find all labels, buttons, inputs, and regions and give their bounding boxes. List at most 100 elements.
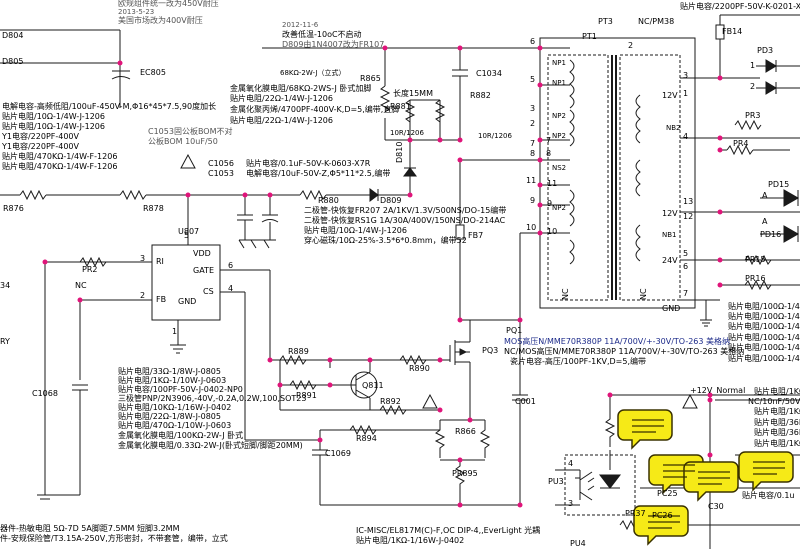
ref-fb14: FB14: [722, 27, 743, 36]
bom-d4: 穿心磁珠/10Ω-25%-3.5*6*0.8mm，编带52: [304, 236, 467, 245]
note-date-b3: D809由1N4007改为FR107: [282, 40, 385, 49]
ref-r880: R880: [318, 196, 339, 205]
u-pin-gnd: GND: [178, 297, 197, 306]
bom-d3: 贴片电阻/10Ω-1/4W-J-1206: [304, 226, 407, 235]
net-12v-normal: +12V_Normal: [690, 386, 746, 395]
bom-q6: 贴片电阻/22Ω-1/8W-J-0805: [118, 412, 221, 421]
ref-c30: C30: [708, 502, 724, 511]
tp-3: 3: [530, 104, 536, 113]
val-10r-b: 10R/1206: [478, 132, 512, 140]
bom-rr2: NC/10nF/50V: [748, 397, 800, 406]
bom-q4: 三极管PNP/2N3906,-40V,-0.2A,0.2W,100,SOT23: [118, 394, 307, 403]
ref-q811: Q811: [362, 381, 384, 390]
ref-c1056: C1056: [208, 159, 234, 168]
tf-12v-b: 12V: [662, 209, 678, 218]
tp-4-right: 4: [683, 132, 689, 141]
tf-gnd: GND: [662, 304, 681, 313]
bom-mos1: MOS高压N/MME70R380P 11A/700V/+-30V/TO-263 …: [504, 337, 731, 346]
bom-m2: 贴片电阻/22Ω-1/4W-J-1206: [230, 94, 333, 103]
tp-7: 7: [530, 139, 536, 148]
ref-u807: U807: [178, 227, 200, 236]
ref-fb7: FB7: [468, 231, 484, 240]
bom-c1053: 电解电容/10uF-50V-Z,Φ5*11*2.5,编带: [246, 169, 391, 178]
bom-pr-e: 贴片电阻/100Ω-1/4W-: [728, 343, 800, 352]
ref-pd3: PD3: [757, 46, 774, 55]
bom-bottom-2: 件-安规保险管/T3.15A-250V,方形密封，不带套管，编带，立式: [0, 534, 228, 543]
ref-c1053: C1053: [208, 169, 234, 178]
pd15-a: A: [762, 191, 768, 200]
bom-rr6: 贴片电阻/1KΩ: [754, 439, 800, 448]
ref-c001: C001: [515, 397, 536, 406]
tp-6: 6: [530, 37, 536, 46]
tp-3-right: 3: [683, 71, 689, 80]
bom-rr3: 贴片电阻/1KΩ: [754, 407, 800, 416]
tp-2-top: 2: [628, 41, 634, 50]
ref-r889: R889: [288, 347, 309, 356]
pd3-pin-1: 1: [750, 61, 756, 70]
pu3-pin-3: 3: [568, 499, 574, 508]
tp-13-right: 13: [683, 197, 694, 206]
bom-pr-f: 贴片电阻/100Ω-1/4W-: [728, 354, 800, 363]
note-date-a: 2013-5-23: [118, 8, 155, 16]
ref-r881: R881: [390, 102, 411, 111]
tf-np1-a: NP1: [552, 59, 566, 67]
note-eu: 欧规组件统一改为450V耐压: [118, 0, 219, 8]
left-34: 34: [0, 281, 11, 290]
bom-c1056: 贴片电容/0.1uF-50V-K-0603-X7R: [246, 159, 371, 168]
bom-ec805: 电解电容-高频低阻/100uF-450V-M,Φ16*45*7.5,90度加长: [2, 102, 217, 111]
bom-q9: 金属氧化膜电阻/0.33Ω-2W-J(卧式短脚/脚距20MM): [118, 441, 303, 450]
ref-pt3: PT3: [598, 17, 613, 26]
tp-10b: 10: [547, 227, 558, 236]
tp-5: 5: [530, 75, 536, 84]
val-15mm: 长度15MM: [393, 89, 433, 98]
bom-pr-a: 贴片电阻/100Ω-1/4W-: [728, 302, 800, 311]
bom-d1: 二极管-快恢复FR207 2A/1KV/1.3V/500NS/DO-15编带: [304, 206, 507, 215]
tp-11b: 11: [547, 179, 558, 188]
bom-pr-d: 贴片电阻/100Ω-1/4W-: [728, 333, 800, 342]
tf-12v-a: 12V: [662, 91, 678, 100]
ref-ncpm38: NC/PM38: [638, 17, 675, 26]
bom-cc: 贴片电容/0.1u: [742, 491, 795, 500]
note-date-b2: 改善低温-10oC不启动: [282, 30, 362, 39]
ref-pc25: PC25: [657, 489, 678, 498]
tf-nb2: NB2: [666, 124, 681, 132]
ref-pr3: PR3: [745, 111, 761, 120]
ref-d809: D809: [380, 196, 402, 205]
bom-r3: 贴片电阻/470KΩ-1/4W-F-1206: [2, 152, 118, 161]
ref-pu4: PU4: [570, 539, 586, 548]
ref-r878: R878: [143, 204, 164, 213]
pd16-a: A: [762, 217, 768, 226]
tf-np2-a: NP2: [552, 112, 566, 120]
bom-c1053-note-b: 公板BOM 10uF/50: [148, 137, 218, 146]
left-ry: RY: [0, 337, 10, 346]
ref-r892: R892: [380, 397, 401, 406]
ref-pr4: PR4: [733, 139, 749, 148]
pin-1: 1: [172, 327, 178, 336]
tf-nc-a: NC: [561, 288, 570, 300]
u-pin-ri: RI: [156, 257, 164, 266]
pin-4: 4: [228, 284, 234, 293]
u-pin-vdd: VDD: [193, 249, 211, 258]
ref-pr895: PR895: [452, 469, 478, 478]
bom-q2: 贴片电阻/1KΩ-1/10W-J-0603: [118, 376, 227, 385]
ref-pd15: PD15: [768, 180, 790, 189]
pin-3: 3: [140, 254, 146, 263]
bom-rr4: 贴片电阻/36KΩ: [754, 418, 800, 427]
ref-pu3: PU3: [548, 477, 564, 486]
ref-pq1: PQ1: [506, 326, 523, 335]
bom-r1: 贴片电阻/10Ω-1/4W-J-1206: [2, 112, 105, 121]
ref-r894: R894: [356, 434, 377, 443]
tp-11: 11: [526, 176, 537, 185]
pin-5: 5: [184, 231, 190, 240]
bom-q3: 贴片电容/100PF-50V-J-0402-NP0: [118, 385, 243, 394]
tp-7b: 7: [546, 136, 552, 145]
tp-12-right: 12: [683, 212, 694, 221]
comment-callout-3: [683, 461, 739, 502]
bom-q1: 贴片电阻/33Ω-1/8W-J-0805: [118, 367, 221, 376]
bom-q5: 贴片电阻/10KΩ-1/16W-J-0402: [118, 403, 232, 412]
tp-6-right: 6: [683, 262, 689, 271]
ref-r876: R876: [3, 204, 24, 213]
ref-d805: D805: [2, 57, 24, 66]
ref-r890: R890: [409, 364, 430, 373]
